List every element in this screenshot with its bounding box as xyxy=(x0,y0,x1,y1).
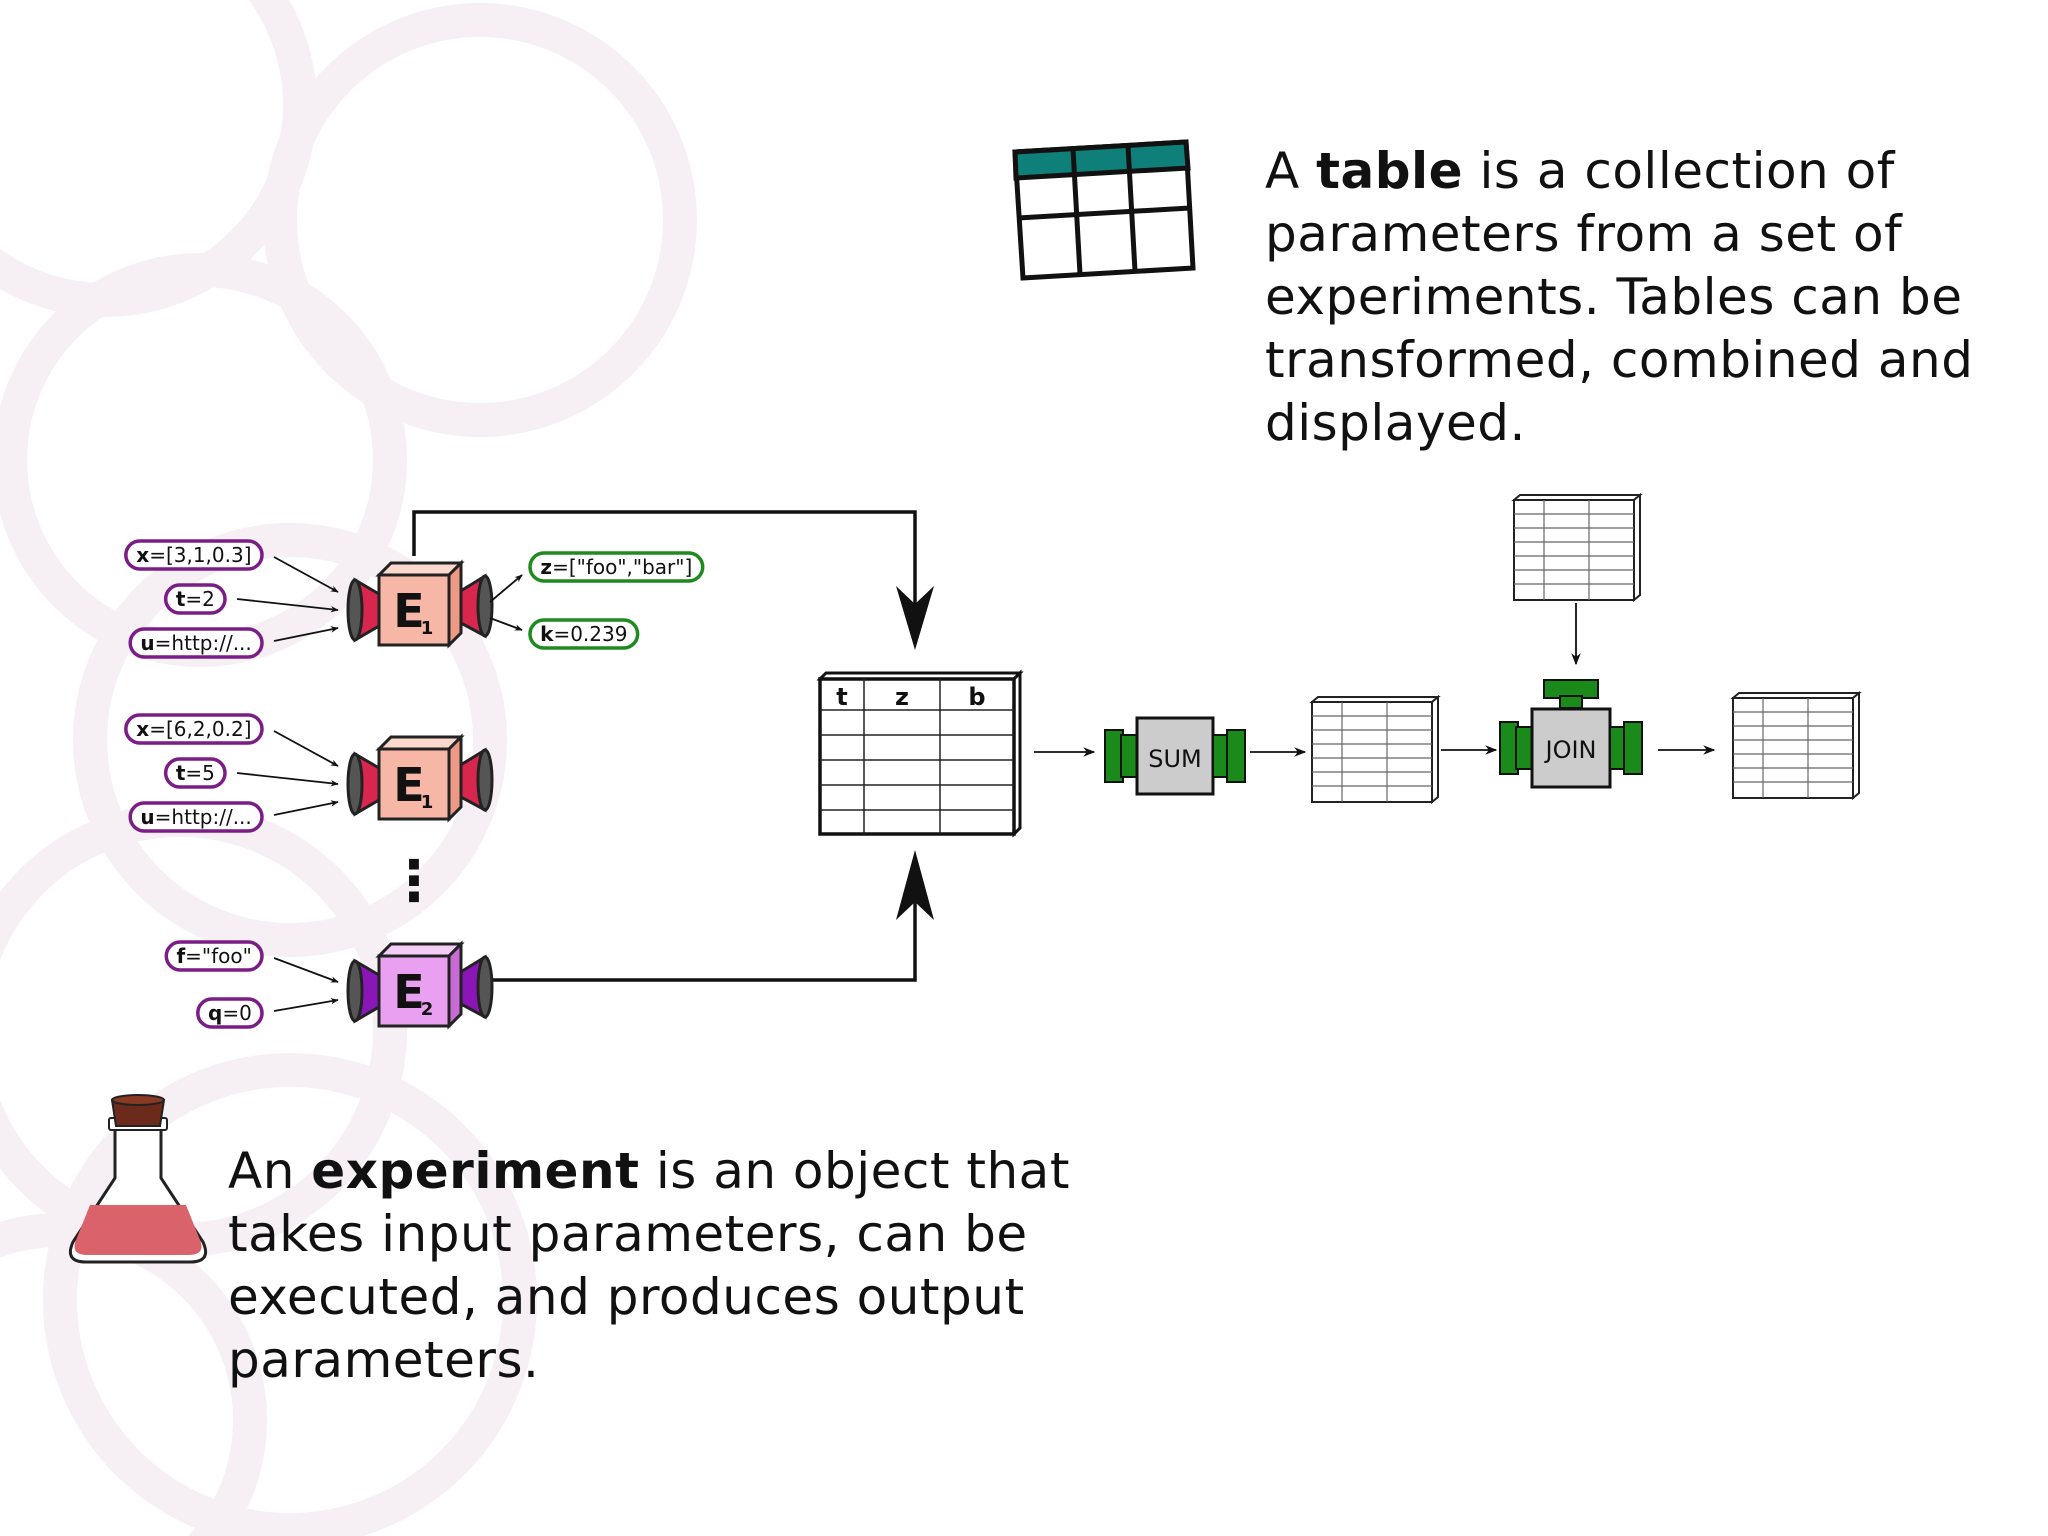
table-final-output xyxy=(1732,692,1860,799)
svg-text:k=0.239: k=0.239 xyxy=(540,622,627,646)
sum-label: SUM xyxy=(1148,745,1202,773)
table-description: A table is a collection of parameters fr… xyxy=(1265,140,2025,455)
input-param-u: u=http://... xyxy=(128,627,264,659)
svg-text:u=http://...: u=http://... xyxy=(140,805,251,829)
input-param-t: t=5 xyxy=(163,757,227,789)
exp-desc-keyword: experiment xyxy=(311,1142,640,1200)
input-param-x: x=[6,2,0.2] xyxy=(124,713,264,745)
input-param-u: u=http://... xyxy=(128,801,264,833)
experiment-label: E xyxy=(393,584,424,638)
input-param-q: q=0 xyxy=(196,997,264,1029)
table-join-input xyxy=(1513,494,1641,601)
experiment-description: An experiment is an object that takes in… xyxy=(228,1140,1128,1392)
svg-text:t=2: t=2 xyxy=(176,587,215,611)
experiment-subscript: 1 xyxy=(421,792,434,813)
experiment-2: E1 xyxy=(346,733,494,823)
table-desc-pre: A xyxy=(1265,142,1317,200)
result-table-header-b: b xyxy=(968,683,985,711)
table-icon xyxy=(1012,139,1196,281)
svg-text:q=0: q=0 xyxy=(208,1001,252,1025)
svg-text:u=http://...: u=http://... xyxy=(140,631,251,655)
input-param-t: t=2 xyxy=(163,583,227,615)
flask-icon xyxy=(68,1094,208,1264)
join-label: JOIN xyxy=(1544,736,1597,764)
table-after-sum xyxy=(1311,696,1439,803)
result-table-header-t: t xyxy=(836,683,847,711)
svg-text:x=[3,1,0.3]: x=[3,1,0.3] xyxy=(136,543,251,567)
join-operator: JOIN xyxy=(1499,679,1643,789)
result-table-header-z: z xyxy=(895,683,909,711)
exp-desc-rest: is an object that takes input parameters… xyxy=(228,1142,1070,1389)
table-desc-rest: is a collection of parameters from a set… xyxy=(1265,142,1974,452)
experiment-subscript: 1 xyxy=(421,618,434,639)
svg-text:z=["foo","bar"]: z=["foo","bar"] xyxy=(540,555,692,579)
output-param-k: k=0.239 xyxy=(528,618,640,650)
output-param-z: z=["foo","bar"] xyxy=(528,551,705,583)
experiment-label: E xyxy=(393,965,424,1019)
svg-text:t=5: t=5 xyxy=(176,761,215,785)
sum-operator: SUM xyxy=(1104,716,1246,796)
input-param-x: x=[3,1,0.3] xyxy=(124,539,264,571)
input-param-f: f="foo" xyxy=(164,940,264,972)
ellipsis: ⋮ xyxy=(386,849,442,914)
experiment-1: E1 xyxy=(346,559,494,649)
svg-text:f="foo": f="foo" xyxy=(176,944,251,968)
experiment-subscript: 2 xyxy=(421,999,434,1020)
experiment-label: E xyxy=(393,758,424,812)
table-desc-keyword: table xyxy=(1316,142,1464,200)
experiment-3: E2 xyxy=(346,940,494,1030)
flow-arrowheads xyxy=(896,586,934,920)
exp-desc-pre: An xyxy=(228,1142,312,1200)
result-table: t z b xyxy=(816,669,1024,838)
svg-text:x=[6,2,0.2]: x=[6,2,0.2] xyxy=(136,717,251,741)
